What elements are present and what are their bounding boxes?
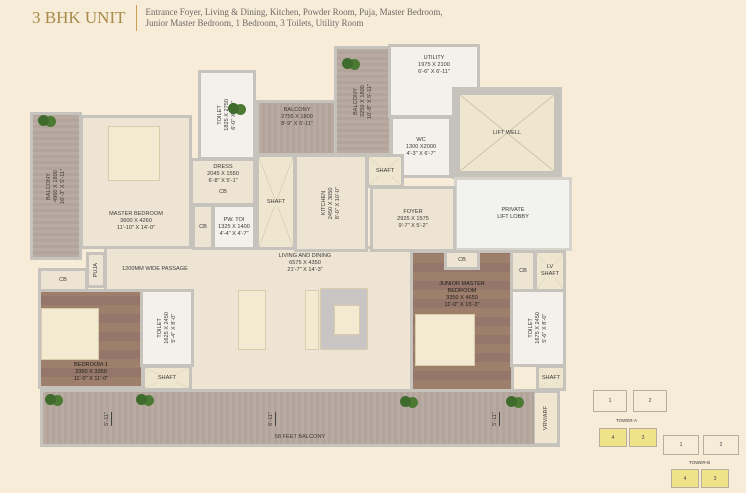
plant-icon bbox=[228, 103, 239, 114]
shaft-kitchen: SHAFT bbox=[366, 154, 404, 188]
coffee-table bbox=[334, 305, 360, 335]
header: 3 BHK UNIT Entrance Foyer, Living & Dini… bbox=[32, 4, 443, 32]
shaft-bedroom1: SHAFT bbox=[142, 365, 192, 391]
cb-master: CB bbox=[192, 204, 214, 250]
private-lift-lobby: PRIVATE LIFT LOBBY bbox=[454, 177, 572, 251]
plant-icon bbox=[38, 115, 49, 126]
puja: PUJA bbox=[86, 252, 106, 288]
junior-bed bbox=[415, 314, 475, 366]
unit-description: Entrance Foyer, Living & Dining, Kitchen… bbox=[145, 7, 443, 28]
balcony-kitchen: BALCONY 2755 X 1800 8'-9" X 5'-11" bbox=[256, 100, 338, 156]
shaft-junior: SHAFT bbox=[536, 365, 566, 391]
lift-well: LIFT WELL bbox=[452, 87, 562, 179]
foyer: FOYER 2925 X 1575 9'-7" X 5'-2" bbox=[370, 186, 456, 252]
plant-icon bbox=[506, 396, 517, 407]
cb-junior-side: CB bbox=[510, 250, 536, 292]
cb-junior: CB bbox=[444, 250, 480, 270]
key-b-unit-4: 4 bbox=[671, 469, 699, 488]
tower-b-label: TOWER-B bbox=[689, 460, 711, 465]
big-balcony: 58 FEET BALCONY bbox=[40, 389, 560, 447]
plant-icon bbox=[136, 394, 147, 405]
tower-a-label: TOWER-A bbox=[616, 418, 638, 423]
key-plan: 1 2 TOWER-A 4 3 1 2 TOWER-B 4 3 bbox=[585, 385, 746, 493]
key-b-unit-3: 3 bbox=[701, 469, 729, 488]
page-title: 3 BHK UNIT bbox=[32, 5, 137, 31]
key-a-unit-3: 3 bbox=[629, 428, 657, 447]
plant-icon bbox=[400, 396, 411, 407]
powder-toilet: PW. TOI 1325 X 1400 4'-4" X 4'-7" bbox=[212, 204, 256, 250]
dimension-left: 5'-11" bbox=[104, 412, 112, 426]
dimension-right: 5'-11" bbox=[492, 412, 500, 426]
plant-icon bbox=[45, 394, 56, 405]
passage-label: 1200MM WIDE PASSAGE bbox=[122, 266, 188, 272]
key-a-unit-2: 2 bbox=[633, 390, 667, 412]
dining-table bbox=[238, 290, 266, 350]
key-a-unit-1: 1 bbox=[593, 390, 627, 412]
dimension-mid: 6'-11" bbox=[268, 412, 276, 426]
key-b-unit-2: 2 bbox=[703, 435, 739, 455]
key-a-unit-4: 4 bbox=[599, 428, 627, 447]
sofa bbox=[305, 290, 319, 350]
plant-icon bbox=[342, 58, 353, 69]
master-bed bbox=[108, 126, 160, 181]
bedroom1-bed bbox=[41, 308, 99, 360]
shaft-center: SHAFT bbox=[256, 154, 296, 250]
dress: DRESS 2045 X 1550 6'-8" X 5'-1" CB bbox=[190, 158, 256, 206]
key-b-unit-1: 1 bbox=[663, 435, 699, 455]
vrv-arf: VRV/ARF bbox=[534, 392, 558, 444]
